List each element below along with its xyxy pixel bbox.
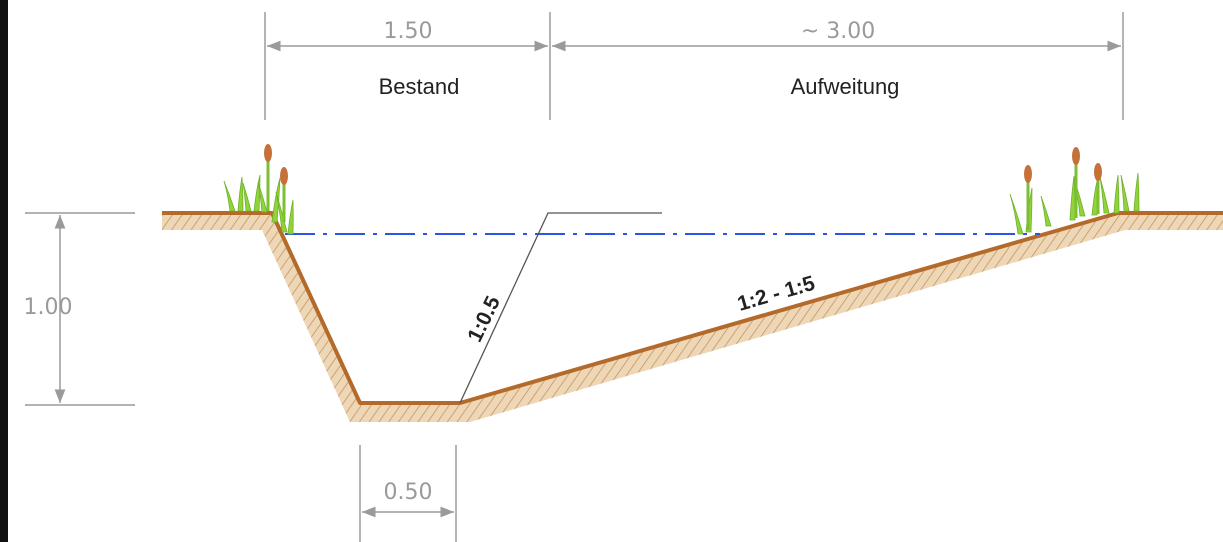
reed-plants-right-icon [1009, 147, 1140, 235]
existing-section-label: Bestand [379, 74, 460, 99]
soil-hatching [162, 213, 1223, 422]
depth-dimension [25, 212, 135, 406]
bottom-width-label: 0.50 [384, 480, 433, 505]
existing-width-label: 1.50 [384, 19, 433, 44]
reed-plants-left-icon [223, 144, 294, 235]
top-dimension [264, 12, 1124, 120]
left-border [0, 0, 8, 542]
bottom-dimension [359, 445, 457, 542]
depth-label: 1.00 [24, 295, 73, 320]
widening-width-label: ~ 3.00 [801, 19, 875, 44]
slope-construction-line [459, 212, 662, 404]
channel-profile-line [162, 211, 1223, 405]
widening-section-label: Aufweitung [791, 74, 900, 99]
